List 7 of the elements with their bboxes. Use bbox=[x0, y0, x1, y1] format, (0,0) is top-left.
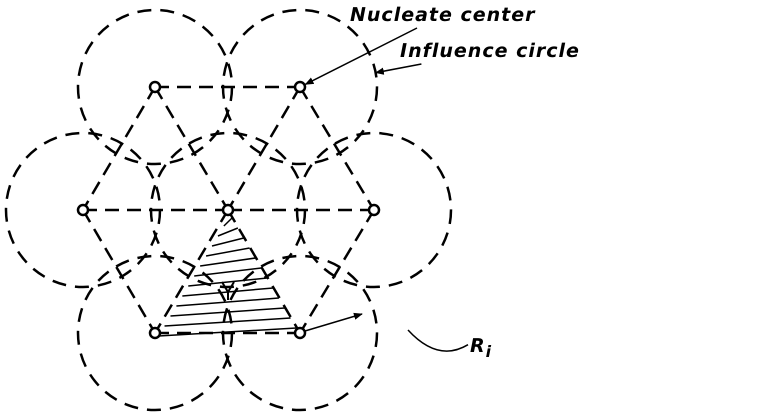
radius-label: R$_{i}$ bbox=[470, 335, 492, 361]
leader-line bbox=[407, 329, 468, 352]
nucleate-center bbox=[294, 80, 306, 94]
leader-line bbox=[304, 27, 418, 85]
callout-label: Nucleate center bbox=[350, 4, 536, 26]
leader-line bbox=[374, 63, 422, 75]
callout-label: Influence circle bbox=[400, 40, 580, 62]
